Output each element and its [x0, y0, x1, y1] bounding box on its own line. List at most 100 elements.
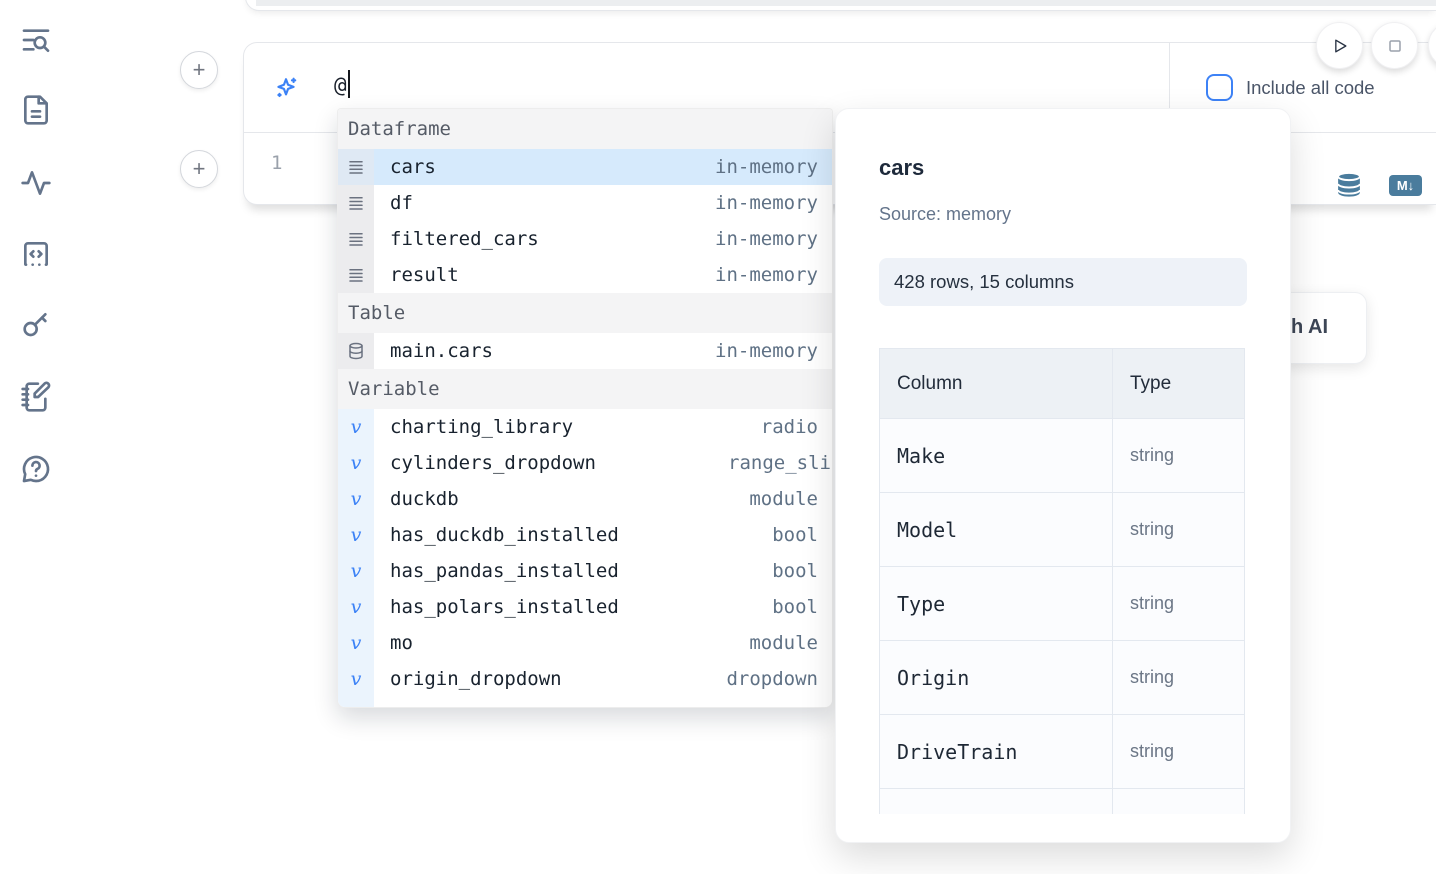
variable-icon	[338, 661, 374, 697]
completion-item-cars[interactable]: cars in-memory	[338, 149, 832, 185]
preview-summary-badge: 428 rows, 15 columns	[879, 258, 1247, 306]
run-cell-button[interactable]	[1316, 22, 1363, 69]
line-number: 1	[271, 152, 283, 174]
dataframe-icon	[338, 185, 374, 221]
item-label: origin_dropdown	[390, 668, 562, 690]
toc-search-icon[interactable]	[20, 24, 52, 56]
column-name	[879, 788, 1113, 814]
item-detail: in-memory	[715, 228, 818, 250]
markdown-icon[interactable]: M↓	[1389, 175, 1422, 196]
previous-cell-content	[256, 0, 1436, 6]
notebook-pen-icon[interactable]	[20, 381, 52, 413]
stop-button[interactable]	[1371, 22, 1418, 69]
add-cell-button-bottom[interactable]: +	[180, 150, 218, 188]
sparkles-icon	[273, 76, 299, 102]
item-detail: dropdown	[726, 668, 818, 690]
schema-row: DriveTrain string	[879, 714, 1245, 789]
completion-item-origin-dropdown[interactable]: origin_dropdown dropdown	[338, 661, 832, 697]
variable-icon	[338, 589, 374, 625]
variable-icon	[338, 481, 374, 517]
section-header-variable: Variable	[338, 369, 832, 409]
text-caret	[347, 70, 350, 98]
completion-item-filtered-cars[interactable]: filtered_cars in-memory	[338, 221, 832, 257]
item-label: has_polars_installed	[390, 596, 619, 618]
item-detail: in-memory	[715, 156, 818, 178]
database-icon[interactable]	[1334, 170, 1364, 199]
completion-item-clipped[interactable]: pd module	[338, 697, 832, 707]
variable-icon	[338, 553, 374, 589]
schema-header-row: Column Type	[879, 348, 1245, 419]
schema-row-clipped	[879, 788, 1245, 814]
ai-card-label: h AI	[1291, 316, 1329, 338]
column-type: string	[1112, 714, 1245, 789]
column-type: string	[1112, 418, 1245, 493]
item-label: has_pandas_installed	[390, 560, 619, 582]
completion-item-mo[interactable]: mo module	[338, 625, 832, 661]
column-name: Type	[879, 566, 1113, 641]
item-label: result	[390, 264, 459, 286]
variable-icon	[338, 697, 374, 707]
dataframe-icon	[338, 257, 374, 293]
activity-icon[interactable]	[20, 167, 52, 199]
item-label: cylinders_dropdown	[390, 452, 596, 474]
schema-row: Make string	[879, 418, 1245, 493]
completion-item-has-polars-installed[interactable]: has_polars_installed bool	[338, 589, 832, 625]
completion-item-result[interactable]: result in-memory	[338, 257, 832, 293]
item-label: duckdb	[390, 488, 459, 510]
item-label: has_duckdb_installed	[390, 524, 619, 546]
code-snippet-icon[interactable]	[20, 238, 52, 270]
sidebar	[0, 0, 72, 874]
completion-item-df[interactable]: df in-memory	[338, 185, 832, 221]
schema-table-wrapper: Column Type Make string Model string Typ…	[879, 348, 1245, 814]
item-label: charting_library	[390, 416, 574, 438]
schema-row: Model string	[879, 492, 1245, 567]
item-label: pd	[390, 704, 413, 707]
column-type: string	[1112, 492, 1245, 567]
item-label: main.cars	[390, 340, 493, 362]
item-detail: bool	[772, 524, 818, 546]
variable-icon	[338, 517, 374, 553]
column-name: Model	[879, 492, 1113, 567]
item-detail: module	[749, 488, 818, 510]
file-text-icon[interactable]	[20, 94, 52, 126]
column-name: DriveTrain	[879, 714, 1113, 789]
ai-action-card[interactable]: h AI	[1277, 292, 1367, 364]
variable-icon	[338, 445, 374, 481]
item-label: mo	[390, 632, 413, 654]
schema-row: Origin string	[879, 640, 1245, 715]
ai-prompt-input[interactable]: @	[334, 70, 350, 98]
completion-item-has-pandas-installed[interactable]: has_pandas_installed bool	[338, 553, 832, 589]
item-detail: module	[749, 632, 818, 654]
item-detail: radio	[760, 416, 818, 438]
item-detail: in-memory	[715, 264, 818, 286]
column-type	[1112, 788, 1245, 814]
schema-table: Column Type Make string Model string Typ…	[879, 348, 1245, 814]
completion-item-main-cars[interactable]: main.cars in-memory	[338, 333, 832, 369]
code-editor-row[interactable]: 1 M↓	[244, 133, 1436, 205]
prompt-options: Include all code	[1169, 43, 1436, 132]
schema-header-column: Column	[879, 348, 1113, 419]
completion-item-has-duckdb-installed[interactable]: has_duckdb_installed bool	[338, 517, 832, 553]
preview-title: cars	[879, 155, 925, 180]
dataframe-preview-popup: cars Source: memory 428 rows, 15 columns…	[835, 108, 1291, 843]
preview-source: Source: memory	[879, 204, 1012, 224]
dataframe-icon	[338, 221, 374, 257]
completion-item-duckdb[interactable]: duckdb module	[338, 481, 832, 517]
database-icon	[338, 333, 374, 369]
help-chat-icon[interactable]	[20, 453, 52, 485]
stop-icon	[1388, 39, 1401, 52]
key-icon[interactable]	[20, 309, 52, 341]
item-detail: in-memory	[715, 192, 818, 214]
column-name: Origin	[879, 640, 1113, 715]
completion-item-cylinders-dropdown[interactable]: cylinders_dropdown range_sli	[338, 445, 832, 481]
item-detail: bool	[772, 560, 818, 582]
dataframe-icon	[338, 149, 374, 185]
column-name: Make	[879, 418, 1113, 493]
include-all-code-checkbox[interactable]	[1206, 74, 1233, 101]
add-cell-button-top[interactable]: +	[180, 51, 218, 89]
column-type: string	[1112, 566, 1245, 641]
include-all-code-label: Include all code	[1246, 76, 1375, 98]
autocomplete-dropdown: Dataframe cars in-memory df in-memory fi…	[337, 108, 833, 708]
completion-item-charting-library[interactable]: charting_library radio	[338, 409, 832, 445]
column-type: string	[1112, 640, 1245, 715]
